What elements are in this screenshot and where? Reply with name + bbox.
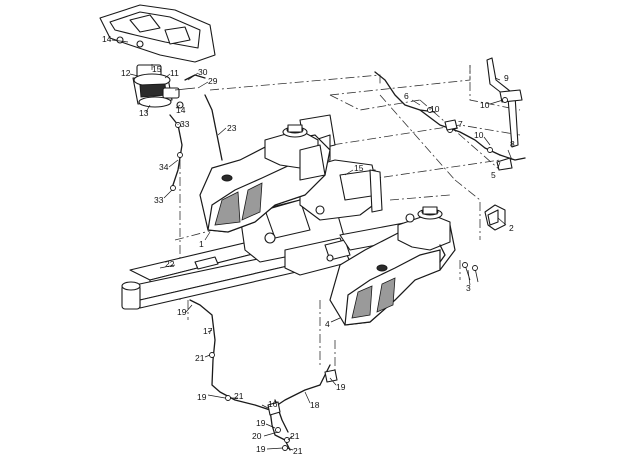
callout-19: 19 (256, 444, 266, 454)
callout-8: 8 (510, 139, 515, 149)
callout-15: 15 (354, 163, 364, 173)
fuel-hoses-left (169, 94, 223, 191)
callout-21: 21 (195, 353, 205, 363)
callout-15: 15 (152, 64, 162, 74)
intake-manifold-bracket (99, 4, 216, 63)
callout-10: 10 (480, 100, 490, 110)
callout-1: 1 (199, 239, 204, 249)
callout-23: 23 (227, 123, 237, 133)
callout-11: 11 (170, 68, 179, 78)
callout-14: 14 (176, 105, 186, 115)
fuel-tank-left (199, 124, 331, 233)
callout-10: 10 (430, 104, 440, 114)
fuel-tank-right (329, 206, 456, 326)
callout-13: 13 (139, 108, 149, 118)
callout-34: 34 (159, 162, 169, 172)
callout-17: 17 (203, 326, 213, 336)
callout-19: 19 (177, 307, 187, 317)
callout-18: 18 (310, 400, 320, 410)
callout-21: 21 (293, 446, 303, 456)
callout-29: 29 (208, 76, 218, 86)
callout-21: 21 (290, 431, 300, 441)
callout-21: 21 (234, 391, 244, 401)
callout-33: 33 (154, 195, 164, 205)
callout-labels: 14 15 12 11 30 29 13 14 33 23 34 33 9 10… (102, 34, 515, 456)
callout-22: 22 (165, 259, 175, 269)
callout-5: 5 (491, 170, 496, 180)
callout-4: 4 (325, 319, 330, 329)
callout-14: 14 (102, 34, 112, 44)
callout-33: 33 (180, 119, 190, 129)
callout-16: 16 (268, 399, 278, 409)
fuel-lines-bottom (189, 299, 338, 451)
fasteners (462, 262, 479, 283)
callout-20: 20 (252, 431, 262, 441)
callout-19: 19 (256, 418, 266, 428)
leader-lines (111, 39, 513, 451)
callout-3: 3 (466, 283, 471, 293)
callout-2: 2 (509, 223, 514, 233)
callout-19: 19 (336, 382, 346, 392)
callout-19: 19 (197, 392, 207, 402)
callout-6: 6 (404, 91, 409, 101)
chassis-frame (121, 114, 431, 310)
callout-30: 30 (198, 67, 208, 77)
callout-7: 7 (458, 119, 463, 129)
callout-10: 10 (474, 130, 484, 140)
callout-12: 12 (121, 68, 131, 78)
tank-bracket (484, 204, 506, 231)
callout-9: 9 (504, 73, 509, 83)
vent-lines (374, 57, 526, 171)
fuel-filter-assembly (132, 64, 206, 109)
